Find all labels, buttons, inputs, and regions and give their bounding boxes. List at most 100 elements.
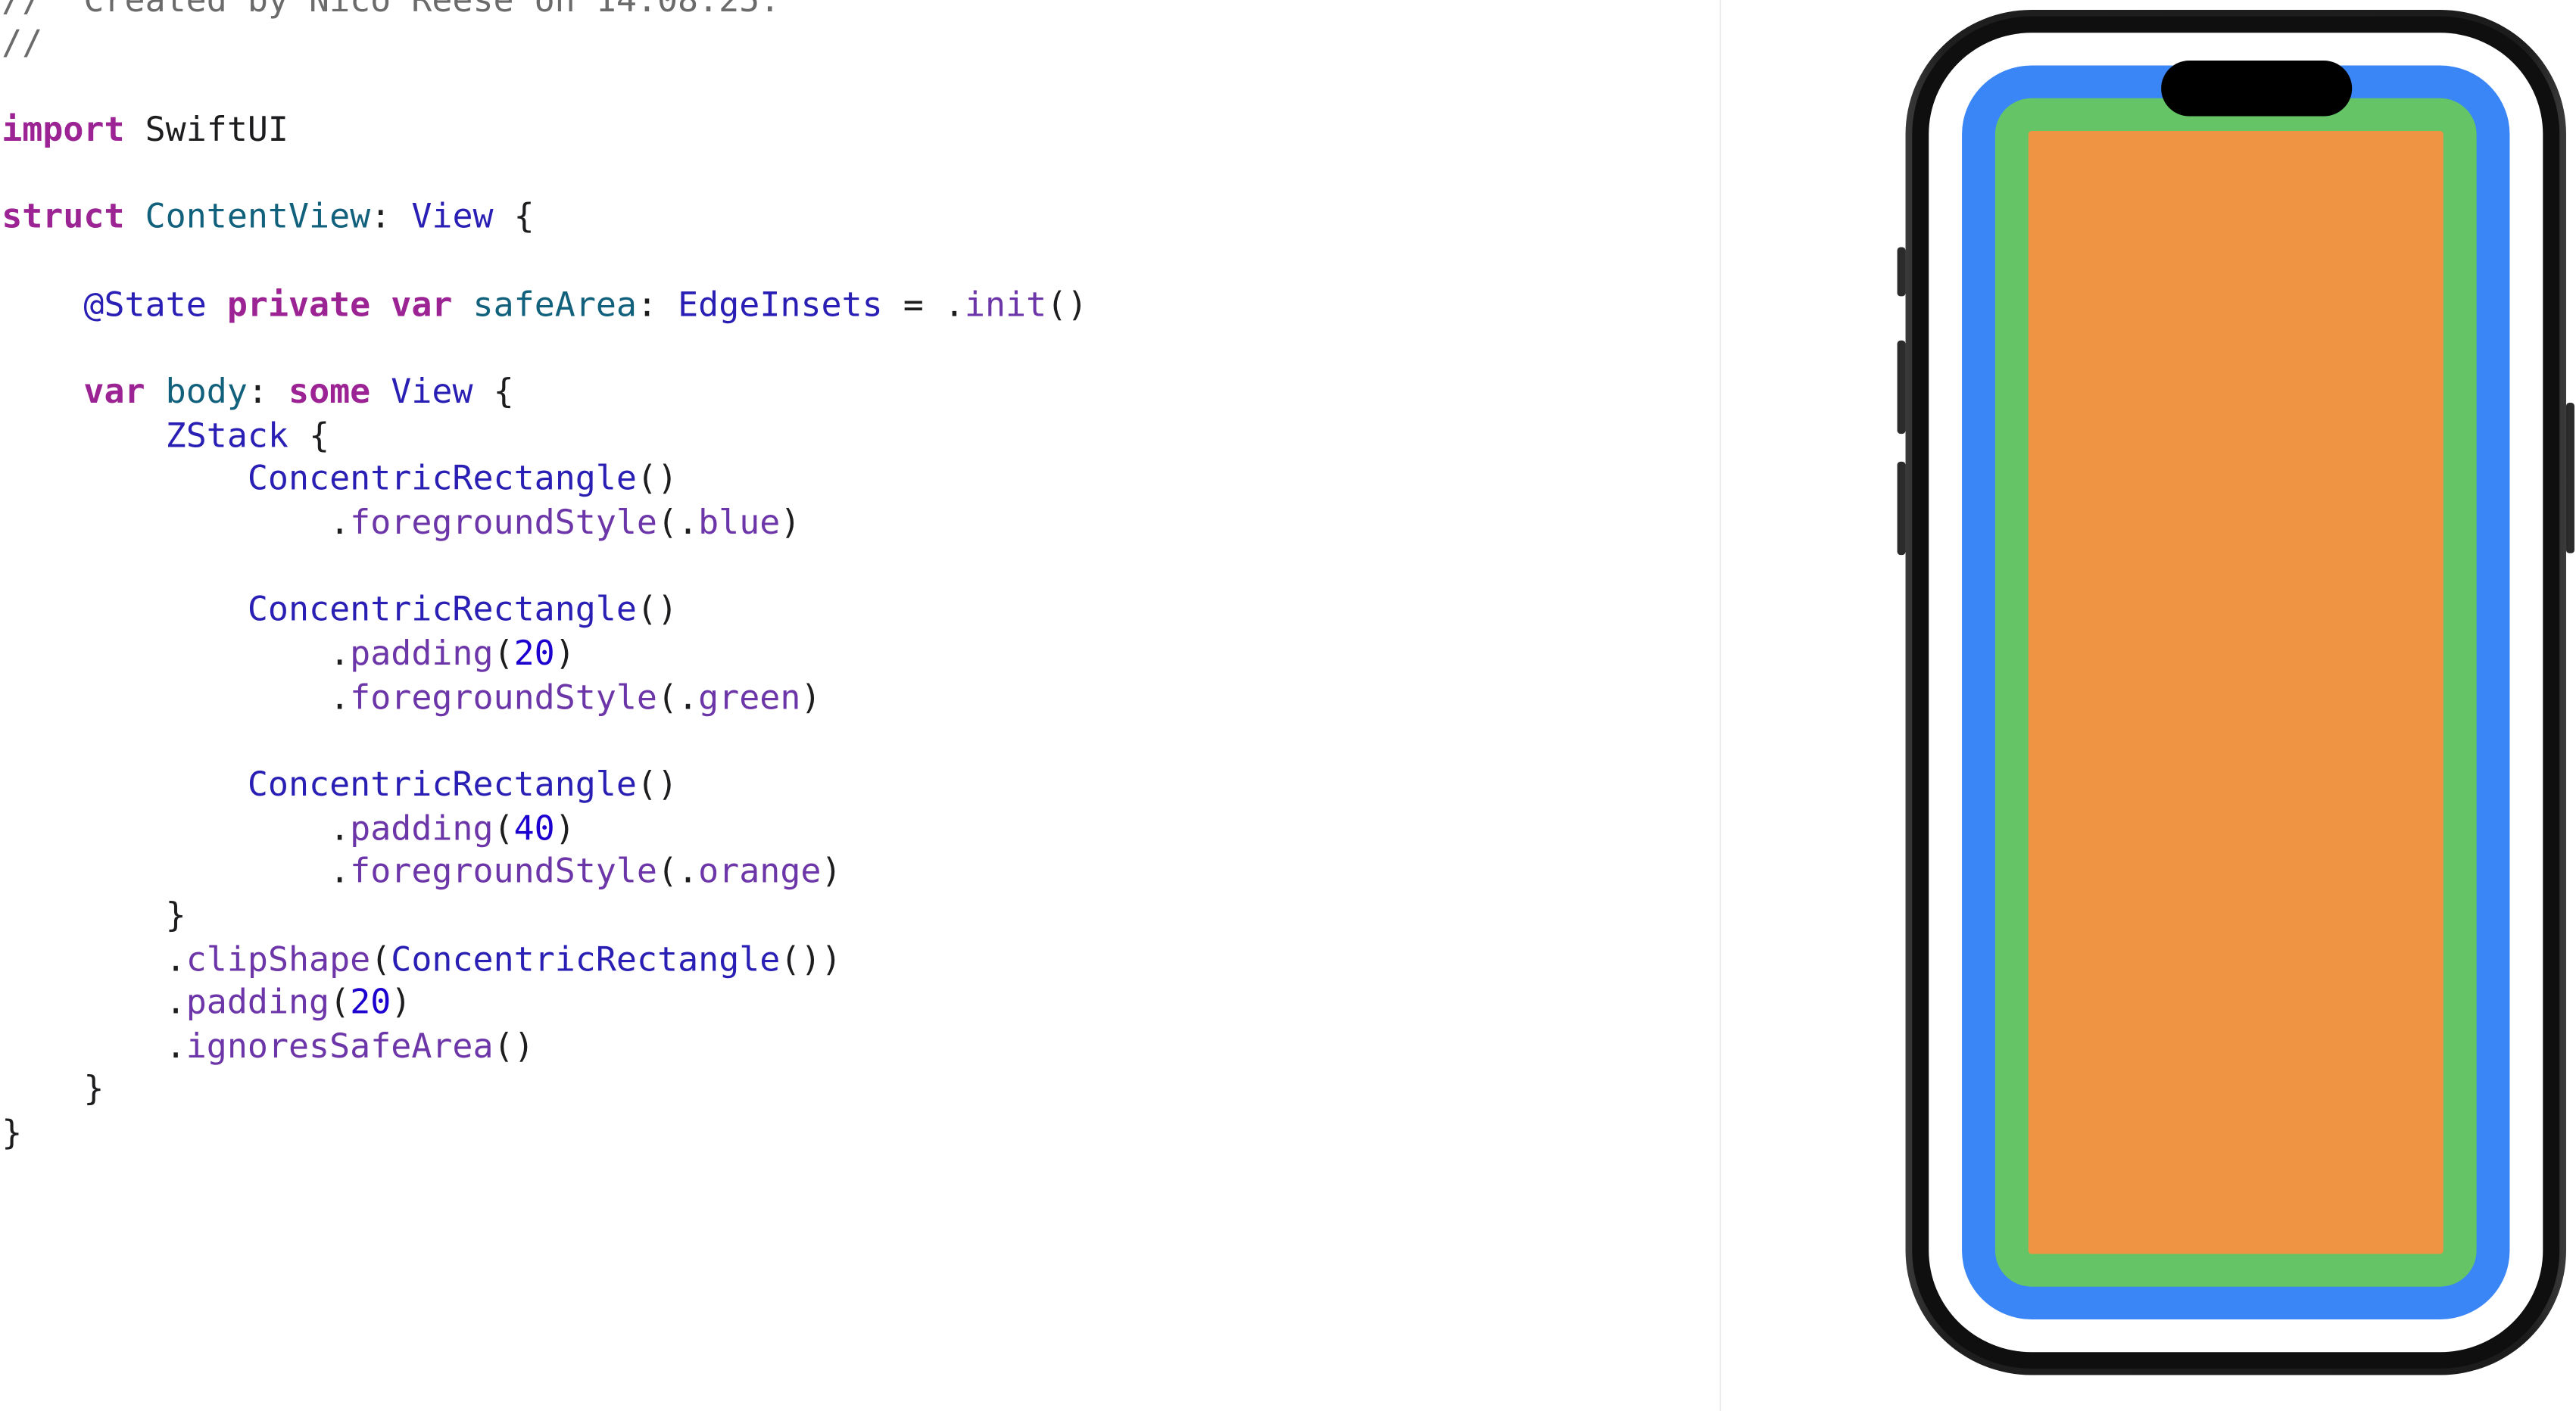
code-token xyxy=(207,285,227,324)
code-token: struct xyxy=(2,196,125,236)
action-button xyxy=(1897,247,1906,297)
code-token: ) xyxy=(554,633,575,673)
code-token: SwiftUI xyxy=(124,109,289,149)
code-token: // Created by Nico Reese on 14.08.25. xyxy=(2,0,781,20)
code-token: init xyxy=(964,285,1047,325)
code-line: ConcentricRectangle() xyxy=(2,763,678,805)
preview-canvas xyxy=(1721,0,2576,1411)
code-token: 20 xyxy=(513,633,555,673)
code-token: () xyxy=(636,458,678,498)
code-token xyxy=(452,285,472,324)
code-token: import xyxy=(2,109,125,149)
code-token: green xyxy=(698,677,801,718)
code-token: // xyxy=(2,23,43,63)
code-token: . xyxy=(2,502,351,542)
pane-divider[interactable] xyxy=(1720,0,1722,1411)
volume-up-button xyxy=(1897,340,1906,435)
code-editor[interactable]: // Created by Nico Reese on 14.08.25. //… xyxy=(0,0,1720,1411)
code-token: . xyxy=(2,808,351,849)
code-token xyxy=(370,285,391,324)
iphone-bezel xyxy=(1912,16,2560,1369)
code-token: ) xyxy=(821,851,842,891)
code-line: // xyxy=(2,21,42,64)
code-line: ConcentricRectangle() xyxy=(2,587,678,630)
code-token: (. xyxy=(657,502,699,542)
code-token: body xyxy=(165,371,248,411)
code-token: View xyxy=(391,371,473,411)
code-line: struct ContentView: View { xyxy=(2,195,534,237)
volume-down-button xyxy=(1897,461,1906,556)
code-token: ignoresSafeArea xyxy=(186,1026,494,1066)
code-token: ContentView xyxy=(145,196,371,236)
code-token xyxy=(145,372,166,411)
code-token: ZStack xyxy=(165,416,289,456)
code-token: ) xyxy=(554,808,575,849)
code-line: var body: some View { xyxy=(2,370,513,413)
code-token: : xyxy=(247,371,289,411)
code-token: () xyxy=(493,1026,535,1066)
code-token: . xyxy=(2,982,186,1022)
code-token: private xyxy=(226,285,371,325)
code-line: @State private var safeArea: EdgeInsets … xyxy=(2,283,1087,325)
code-line: .padding(40) xyxy=(2,807,575,849)
code-line: .ignoresSafeArea() xyxy=(2,1025,535,1067)
code-token: () xyxy=(636,589,678,629)
code-token: . xyxy=(2,677,351,718)
code-token: @State xyxy=(83,285,207,325)
code-line: .foregroundStyle(.blue) xyxy=(2,501,800,544)
code-token: () xyxy=(1046,285,1088,325)
code-token: blue xyxy=(698,502,781,542)
iphone-screen xyxy=(1929,33,2543,1353)
code-line: ZStack { xyxy=(2,414,329,456)
code-token: ) xyxy=(780,502,801,542)
iphone-device-frame xyxy=(1905,9,2566,1375)
code-token: ( xyxy=(493,808,514,849)
code-token: ConcentricRectangle xyxy=(247,764,637,804)
dynamic-island xyxy=(2161,61,2353,117)
code-token: clipShape xyxy=(186,939,371,980)
code-token: View xyxy=(411,196,494,236)
code-token: ConcentricRectangle xyxy=(391,939,781,980)
code-token: safeArea xyxy=(472,285,638,325)
code-line: } xyxy=(2,894,186,936)
code-token: ( xyxy=(329,982,351,1022)
code-token: } xyxy=(2,1113,23,1153)
code-token: orange xyxy=(698,851,822,891)
code-line: .padding(20) xyxy=(2,980,412,1023)
code-token: ConcentricRectangle xyxy=(247,458,637,498)
code-token xyxy=(2,765,248,804)
code-token: . xyxy=(2,1026,186,1066)
code-line: .foregroundStyle(.orange) xyxy=(2,849,841,892)
code-token: . xyxy=(2,633,351,673)
code-token xyxy=(2,589,248,628)
code-token: (. xyxy=(657,851,699,891)
code-token: 40 xyxy=(513,808,555,849)
code-token: ()) xyxy=(780,939,842,980)
code-token xyxy=(2,416,165,455)
code-token: ( xyxy=(370,939,391,980)
code-token: var xyxy=(83,371,145,411)
code-line: .clipShape(ConcentricRectangle()) xyxy=(2,938,842,980)
code-token xyxy=(370,372,391,411)
code-token: ( xyxy=(493,633,514,673)
code-token: some xyxy=(288,371,371,411)
code-line: import SwiftUI xyxy=(2,108,288,151)
code-token: () xyxy=(636,764,678,804)
code-line: } xyxy=(2,1067,104,1110)
code-token: padding xyxy=(186,982,330,1022)
power-button xyxy=(2565,402,2574,553)
code-token xyxy=(2,372,83,411)
code-token: = . xyxy=(882,285,965,325)
code-line: .padding(20) xyxy=(2,632,575,674)
code-token: padding xyxy=(350,633,494,673)
code-token: padding xyxy=(350,808,494,849)
code-token: foregroundStyle xyxy=(350,677,658,718)
code-token: var xyxy=(391,285,453,325)
code-token xyxy=(125,197,145,236)
code-line: // Created by Nico Reese on 14.08.25. xyxy=(2,0,780,21)
code-token: 20 xyxy=(350,982,391,1022)
code-token xyxy=(2,458,248,497)
code-token: foregroundStyle xyxy=(350,851,658,891)
code-token: ) xyxy=(391,982,412,1022)
